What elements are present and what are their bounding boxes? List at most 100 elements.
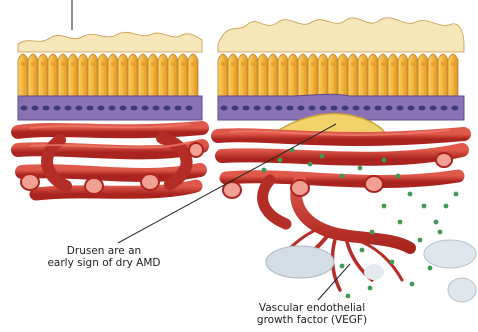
cell-nucleus: [61, 62, 65, 66]
photoreceptor-cell: [288, 54, 298, 96]
photoreceptor-cell: [438, 54, 448, 96]
vegf-dot: [368, 286, 373, 291]
nerve-fiber-surface: [18, 32, 202, 52]
rpe-nucleus: [353, 106, 360, 111]
photoreceptor-cell: [428, 54, 438, 96]
cell-nucleus: [241, 62, 245, 66]
cell-nucleus: [221, 62, 225, 66]
photoreceptor-cell: [68, 54, 78, 96]
cell-nucleus: [441, 62, 445, 66]
photoreceptor-cell: [188, 54, 198, 96]
photoreceptor-cell: [358, 54, 368, 96]
cell-nucleus: [281, 62, 285, 66]
rpe-nucleus: [221, 106, 228, 111]
photoreceptor-cell: [308, 54, 318, 96]
vegf-dot: [408, 192, 413, 197]
cell-nucleus: [341, 62, 345, 66]
rpe-nucleus: [276, 106, 283, 111]
fluid-blobs: [266, 240, 476, 302]
cell-nucleus: [301, 62, 305, 66]
rpe-nucleus: [87, 106, 94, 111]
cell-nucleus: [101, 62, 105, 66]
photoreceptor-cell: [418, 54, 428, 96]
cell-nucleus: [161, 62, 165, 66]
rpe-nucleus: [408, 106, 415, 111]
cell-nucleus: [191, 62, 195, 66]
vegf-dot: [382, 158, 387, 163]
photoreceptor-cell: [128, 54, 138, 96]
cell-nucleus: [431, 62, 435, 66]
cell-nucleus: [391, 62, 395, 66]
rpe-nucleus: [76, 106, 83, 111]
rpe-nucleus: [131, 106, 138, 111]
cell-nucleus: [151, 62, 155, 66]
rpe-nucleus: [32, 106, 39, 111]
rpe-nucleus: [164, 106, 171, 111]
rpe-nucleus: [364, 106, 371, 111]
cell-nucleus: [131, 62, 135, 66]
cell-nucleus: [361, 62, 365, 66]
rpe-nucleus: [109, 106, 116, 111]
drusen-label-line2: early sign of dry AMD: [20, 257, 188, 269]
cell-nucleus: [31, 62, 35, 66]
photoreceptor-cell: [168, 54, 178, 96]
cell-nucleus: [291, 62, 295, 66]
photoreceptor-cell: [158, 54, 168, 96]
rpe-nucleus: [441, 106, 448, 111]
cell-nucleus: [261, 62, 265, 66]
cell-nucleus: [401, 62, 405, 66]
photoreceptor-cell: [298, 54, 308, 96]
rpe-nucleus: [397, 106, 404, 111]
vegf-dot: [308, 162, 313, 167]
cell-nucleus: [311, 62, 315, 66]
rpe-nucleus: [186, 106, 193, 111]
vegf-dot: [422, 204, 427, 209]
vegf-dot: [320, 154, 325, 159]
drusen-label: Drusen are an early sign of dry AMD: [20, 245, 188, 269]
photoreceptor-cell: [398, 54, 408, 96]
rpe-nucleus: [153, 106, 160, 111]
cell-nucleus: [91, 62, 95, 66]
vegf-dot: [444, 204, 449, 209]
cell-nucleus: [181, 62, 185, 66]
photoreceptor-cell: [408, 54, 418, 96]
vegf-dot: [262, 168, 267, 173]
cell-nucleus: [331, 62, 335, 66]
vegf-label-line2: growth factor (VEGF): [244, 314, 380, 326]
vegf-dot: [398, 220, 403, 225]
photoreceptor-cell: [368, 54, 378, 96]
vegf-dot: [360, 248, 365, 253]
amd-retina-panel: [218, 18, 476, 302]
vegf-dot: [340, 174, 345, 179]
cell-nucleus: [371, 62, 375, 66]
vegf-dot: [278, 158, 283, 163]
photoreceptor-cell: [98, 54, 108, 96]
cell-nucleus: [21, 62, 25, 66]
rpe-nucleus: [21, 106, 28, 111]
photoreceptor-cell: [108, 54, 118, 96]
photoreceptor-cell: [318, 54, 328, 96]
cell-nucleus: [81, 62, 85, 66]
cell-nucleus: [121, 62, 125, 66]
photoreceptor-cell: [58, 54, 68, 96]
cell-nucleus: [41, 62, 45, 66]
photoreceptor-cell: [28, 54, 38, 96]
cell-nucleus: [451, 62, 455, 66]
rpe-nucleus: [43, 106, 50, 111]
rpe-nucleus: [331, 106, 338, 111]
photoreceptor-cell: [268, 54, 278, 96]
photoreceptor-cell: [448, 54, 458, 96]
photoreceptor-cell: [78, 54, 88, 96]
photoreceptor-cell: [328, 54, 338, 96]
rpe-nucleus: [419, 106, 426, 111]
rpe-nucleus: [243, 106, 250, 111]
vegf-dot: [346, 294, 351, 299]
cell-nucleus: [421, 62, 425, 66]
vegf-dot: [370, 230, 375, 235]
photoreceptor-cell: [38, 54, 48, 96]
rpe-nucleus: [98, 106, 105, 111]
rpe-nucleus: [120, 106, 127, 111]
vegf-dot: [382, 204, 387, 209]
rpe-nucleus: [452, 106, 459, 111]
